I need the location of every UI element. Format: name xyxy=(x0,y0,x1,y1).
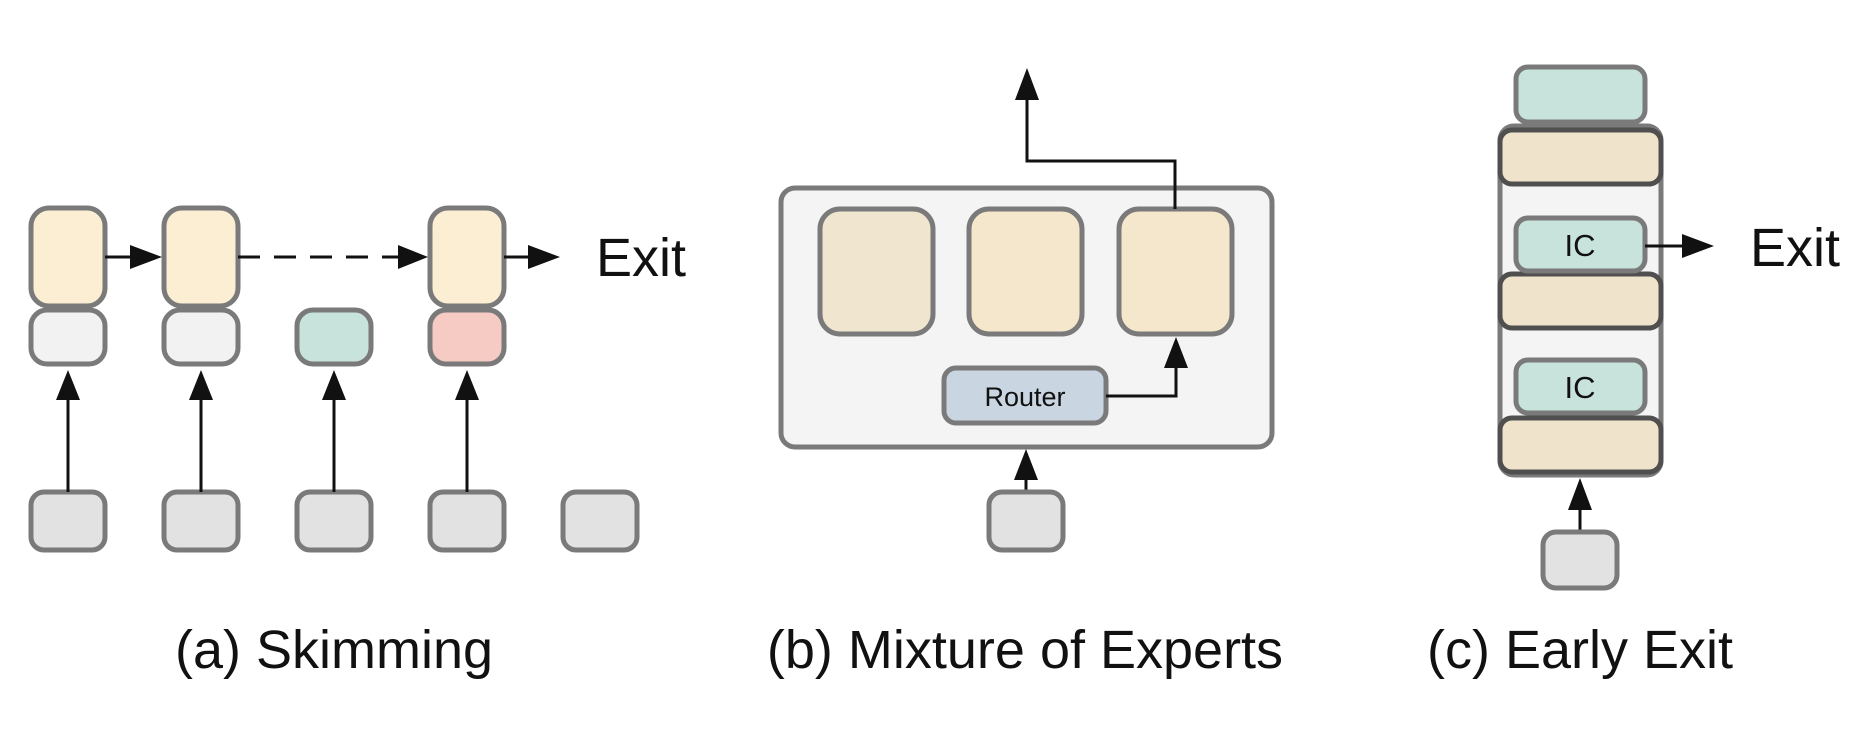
output-arrow xyxy=(1015,68,1177,209)
gate-token-4 xyxy=(427,307,507,367)
caption-a: (a) Skimming xyxy=(175,620,493,680)
input-token-2 xyxy=(161,489,241,553)
caption-c: (c) Early Exit xyxy=(1427,620,1733,680)
recurrent-arrow-dashed xyxy=(238,245,428,269)
up-arrow-2 xyxy=(189,370,213,492)
panel-skimming: Exit (a) Skimming xyxy=(28,205,686,680)
expert-3 xyxy=(1116,206,1235,337)
moe-input-token xyxy=(986,489,1066,553)
exit-label-a: Exit xyxy=(596,228,686,288)
exit-arrow-c xyxy=(1645,234,1714,258)
hidden-state-4 xyxy=(427,205,507,309)
panel-early-exit: IC IC Exit (c) Early Exit xyxy=(1427,64,1840,680)
internal-classifier-bottom xyxy=(1513,357,1648,416)
early-exit-input-arrow xyxy=(1568,478,1592,532)
gate-token-1 xyxy=(28,307,108,367)
ic-top-label: IC xyxy=(1565,228,1596,263)
hidden-state-2 xyxy=(161,205,241,309)
exit-arrow-a xyxy=(504,245,560,269)
final-classifier xyxy=(1513,64,1648,125)
up-arrow-3 xyxy=(322,370,346,492)
moe-input-arrow xyxy=(1014,449,1038,492)
hidden-state-1 xyxy=(28,205,108,309)
exit-label-c: Exit xyxy=(1750,218,1840,278)
gate-token-skip xyxy=(294,307,374,367)
layer-top xyxy=(1497,127,1664,187)
layer-bottom xyxy=(1497,415,1664,475)
router-to-expert-arrow xyxy=(1106,337,1188,398)
panel-mixture-of-experts: Router (b) Mixture of Experts xyxy=(767,68,1283,680)
gate-token-2 xyxy=(161,307,241,367)
ic-bottom-label: IC xyxy=(1565,370,1596,405)
router-label: Router xyxy=(984,382,1065,412)
input-token-4 xyxy=(427,489,507,553)
early-exit-input-token xyxy=(1540,529,1620,591)
up-arrow-4 xyxy=(455,370,479,492)
up-arrow-1 xyxy=(56,370,80,492)
expert-2 xyxy=(966,206,1085,337)
caption-b: (b) Mixture of Experts xyxy=(767,620,1283,680)
input-token-3 xyxy=(294,489,374,553)
input-token-1 xyxy=(28,489,108,553)
layer-middle xyxy=(1497,271,1664,331)
input-token-5 xyxy=(560,489,640,553)
recurrent-arrow-1 xyxy=(105,245,162,269)
expert-1 xyxy=(817,206,936,337)
